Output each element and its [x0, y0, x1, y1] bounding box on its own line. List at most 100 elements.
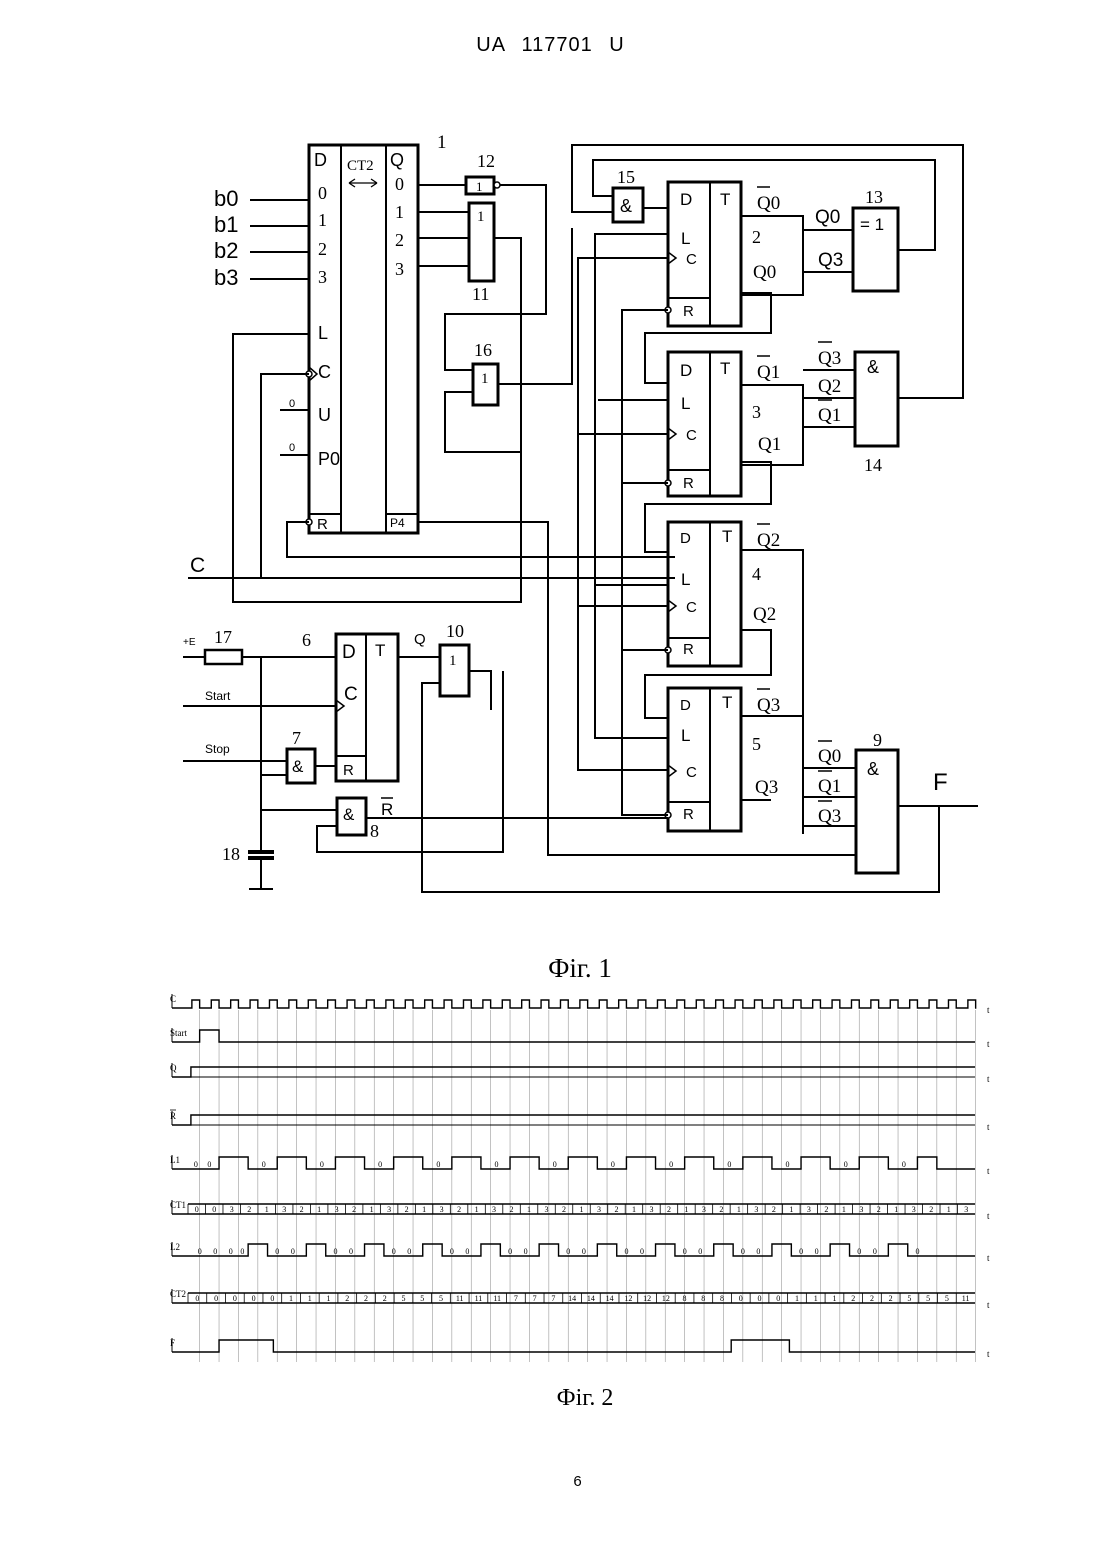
or-gate-16: 1 16: [473, 340, 498, 405]
and-gate-7: & 7: [287, 728, 315, 783]
svg-text:R: R: [683, 641, 694, 658]
waveform: [172, 1067, 975, 1077]
bus-value: 2: [614, 1205, 618, 1214]
and-gate-8: & 8: [337, 798, 379, 841]
bus-value: 1: [422, 1205, 426, 1214]
svg-text:0: 0: [844, 1160, 848, 1169]
bus-value: 11: [475, 1294, 483, 1303]
bus-value: 2: [352, 1205, 356, 1214]
bus-value: 11: [493, 1294, 501, 1303]
svg-text:1: 1: [476, 179, 483, 194]
svg-text:17: 17: [214, 627, 232, 647]
pin-l: L: [318, 323, 328, 343]
bus-value: 3: [859, 1205, 863, 1214]
time-axis-label: t: [987, 1211, 990, 1221]
input-b0: b0: [214, 186, 238, 211]
bus-value: 7: [514, 1294, 518, 1303]
signal-label: Q: [170, 1063, 177, 1073]
bus-value: 3: [230, 1205, 234, 1214]
bus-value: 3: [545, 1205, 549, 1214]
timing-gridlines: [200, 1010, 976, 1362]
bus-value: 1: [894, 1205, 898, 1214]
block-number-6: 6: [302, 630, 311, 650]
pin-c: C: [318, 362, 331, 382]
flip-flop-3: D T L C R 3: [665, 352, 761, 496]
bus-value: 3: [387, 1205, 391, 1214]
waveform: [172, 1030, 975, 1042]
svg-text:T: T: [720, 359, 730, 378]
stop-input-label: Stop: [205, 742, 230, 756]
signal-f: Ft: [170, 1338, 990, 1359]
bus-value: 5: [907, 1294, 911, 1303]
pin-q1: 1: [395, 202, 404, 222]
bus-value: 1: [684, 1205, 688, 1214]
bus-value: 3: [597, 1205, 601, 1214]
signal-label: R: [170, 1111, 176, 1121]
signal-r: Rt: [170, 1110, 990, 1132]
svg-text:0: 0: [799, 1247, 803, 1256]
svg-text:18: 18: [222, 844, 240, 864]
bus-value: 1: [289, 1294, 293, 1303]
waveform: [172, 1115, 975, 1125]
svg-text:1: 1: [449, 653, 457, 669]
start-input-label: Start: [205, 689, 231, 703]
pin-p0: P0: [318, 449, 340, 469]
bus-value: 0: [758, 1294, 762, 1303]
svg-text:0: 0: [508, 1247, 512, 1256]
bus-value: 1: [947, 1205, 951, 1214]
svg-text:Q0: Q0: [818, 746, 841, 767]
bus-value: 2: [457, 1205, 461, 1214]
svg-text:0: 0: [194, 1160, 198, 1169]
bus-value: 2: [247, 1205, 251, 1214]
svg-text:R: R: [683, 303, 694, 320]
bus-value: 11: [962, 1294, 970, 1303]
gate9-inputs: Q0 Q1 Q3: [818, 741, 841, 827]
bus-value: 12: [624, 1294, 632, 1303]
signal-label: F: [170, 1338, 175, 1348]
svg-text:0: 0: [378, 1160, 382, 1169]
bus-value: 0: [233, 1294, 237, 1303]
counter-output-pins: 0 1 2 3 P4: [390, 174, 405, 530]
bus-value: 3: [492, 1205, 496, 1214]
svg-text:Q3: Q3: [755, 777, 778, 798]
svg-text:C: C: [686, 599, 697, 616]
and-gate-9: & 9: [856, 730, 898, 873]
time-axis-label: t: [987, 1074, 990, 1084]
bus-value: 2: [929, 1205, 933, 1214]
bus-value: 1: [632, 1205, 636, 1214]
bus-value: 0: [212, 1205, 216, 1214]
signal-q: Qt: [170, 1063, 990, 1084]
time-axis-label: t: [987, 1122, 990, 1132]
block-number-8: 8: [370, 821, 379, 841]
or-gate-10: 1 10: [440, 621, 469, 696]
bus-value: 2: [877, 1205, 881, 1214]
block-number-12: 12: [477, 151, 495, 171]
time-axis-label: t: [987, 1349, 990, 1359]
pin-q3: 3: [395, 259, 404, 279]
supply-label: +E: [183, 637, 196, 648]
bus-value: 1: [317, 1205, 321, 1214]
svg-text:D: D: [342, 642, 356, 663]
svg-text:0: 0: [625, 1247, 629, 1256]
or-gate-11: 1 11: [469, 203, 494, 304]
bus-value: 2: [824, 1205, 828, 1214]
svg-text:C: C: [344, 684, 358, 705]
figure1-caption: Фіг. 1: [0, 953, 1101, 984]
signal-ct1: CT1t003213213213213213213213213213213213…: [170, 1200, 990, 1221]
svg-text:Q3: Q3: [818, 806, 841, 827]
signal-ct2: CT2t000001112225551111117771414141212128…: [170, 1289, 990, 1310]
svg-text:0: 0: [320, 1160, 324, 1169]
const-zero-u: 0: [289, 398, 295, 410]
waveform: [172, 1204, 975, 1214]
svg-text:0: 0: [275, 1247, 279, 1256]
svg-text:0: 0: [262, 1160, 266, 1169]
svg-text:&: &: [343, 805, 355, 824]
svg-text:0: 0: [207, 1160, 211, 1169]
block-number-5: 5: [752, 734, 761, 754]
svg-text:D: D: [680, 697, 691, 714]
bus-value: 2: [364, 1294, 368, 1303]
bus-value: 3: [649, 1205, 653, 1214]
waveform: [172, 1340, 975, 1352]
bus-value: 2: [405, 1205, 409, 1214]
svg-text:T: T: [722, 527, 732, 546]
